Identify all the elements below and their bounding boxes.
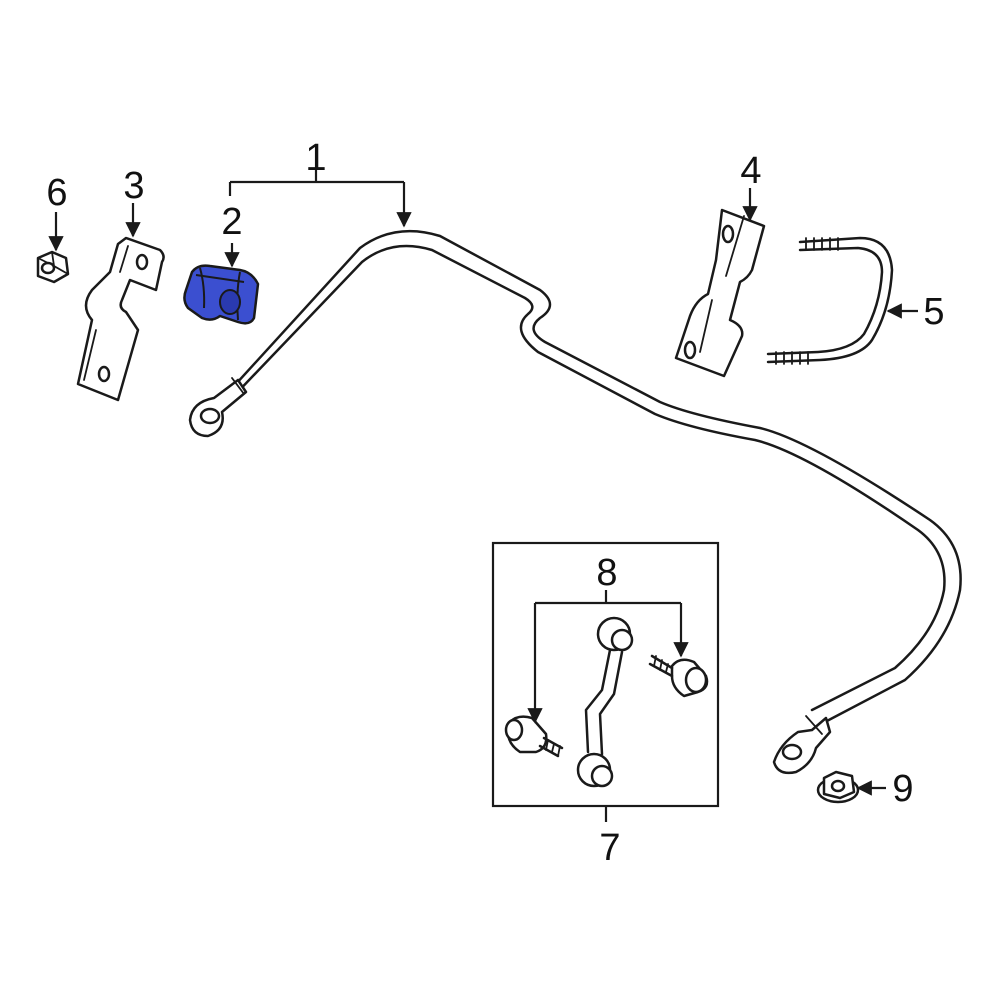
- stabilizer-bar[interactable]: [188, 229, 962, 775]
- callout-2: 2: [221, 201, 242, 243]
- mounting-bracket[interactable]: [76, 236, 165, 402]
- callout-7: 7: [599, 827, 620, 869]
- leader-1: [228, 170, 412, 228]
- link-stud-left[interactable]: [504, 715, 564, 758]
- callout-8: 8: [596, 552, 617, 594]
- callout-4: 4: [740, 150, 761, 192]
- callout-1: 1: [305, 137, 326, 179]
- link-stud-right[interactable]: [648, 654, 709, 698]
- u-bolt[interactable]: [766, 236, 894, 365]
- clamp-plate[interactable]: [674, 208, 766, 378]
- bushing-highlighted[interactable]: [183, 264, 260, 325]
- hex-nut-6[interactable]: [36, 250, 70, 284]
- flange-nut-9[interactable]: [816, 770, 860, 804]
- callout-6: 6: [46, 172, 67, 214]
- callout-3: 3: [123, 165, 144, 207]
- stabilizer-link[interactable]: [576, 616, 634, 788]
- leader-8: [527, 590, 689, 724]
- callout-5: 5: [923, 291, 944, 333]
- callout-9: 9: [892, 768, 913, 810]
